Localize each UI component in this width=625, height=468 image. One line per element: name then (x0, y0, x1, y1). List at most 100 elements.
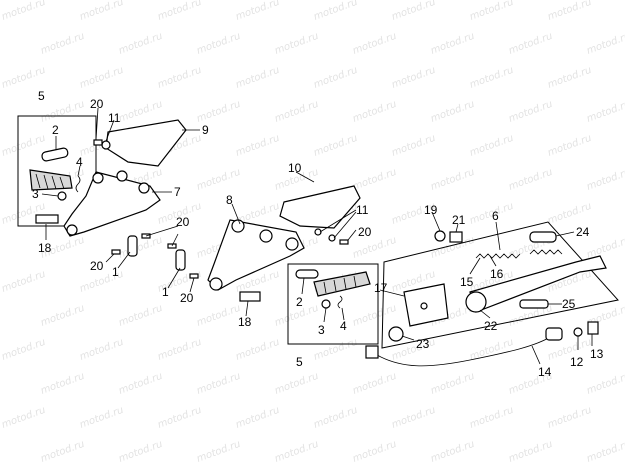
watermark-text: motod.ru (273, 371, 320, 397)
watermark-text: motod.ru (312, 65, 359, 91)
bolt-part-25 (519, 299, 549, 309)
plate-hole (420, 302, 428, 310)
part-label: 21 (452, 213, 466, 227)
part-label: 20 (358, 225, 372, 239)
watermark-text: motod.ru (546, 405, 593, 431)
screw-part (93, 139, 103, 146)
watermark-text: motod.ru (468, 405, 515, 431)
bolt-part (35, 214, 59, 224)
screw-part (189, 273, 199, 279)
watermark-text: motod.ru (0, 65, 47, 91)
clip-part (75, 175, 81, 193)
watermark-text: motod.ru (351, 439, 398, 465)
watermark-text: motod.ru (195, 167, 242, 193)
part-label: 19 (424, 203, 438, 217)
watermark-text: motod.ru (585, 371, 625, 397)
watermark-text: motod.ru (195, 303, 242, 329)
watermark-text: motod.ru (585, 167, 625, 193)
part-label: 3 (318, 323, 325, 337)
washer-part-19 (434, 230, 446, 242)
part-label: 3 (32, 187, 39, 201)
foot-peg-part (313, 271, 371, 297)
watermark-text: motod.ru (585, 235, 625, 261)
part-label: 10 (288, 161, 302, 175)
part-label: 18 (38, 241, 52, 255)
bracket-hole (259, 229, 273, 243)
watermark-text: motod.ru (351, 303, 398, 329)
watermark-text: motod.ru (429, 439, 476, 465)
watermark-text: motod.ru (507, 31, 554, 57)
watermark-text: motod.ru (39, 303, 86, 329)
bracket-hole (92, 172, 104, 184)
part-label: 20 (176, 215, 190, 229)
part-label: 11 (108, 111, 121, 125)
watermark-text: motod.ru (390, 133, 437, 159)
group-box-5-center (287, 263, 379, 345)
watermark-text: motod.ru (195, 99, 242, 125)
leader-lines (41, 107, 593, 365)
screw-part (339, 239, 349, 245)
bracket-part-8 (207, 219, 305, 291)
watermark-text: motod.ru (195, 31, 242, 57)
watermark-text: motod.ru (546, 65, 593, 91)
watermark-text: motod.ru (117, 99, 164, 125)
watermark-text: motod.ru (429, 99, 476, 125)
watermark-text: motod.ru (78, 65, 125, 91)
watermark-text: motod.ru (39, 439, 86, 465)
watermark-text: motod.ru (468, 133, 515, 159)
watermark-text: motod.ru (312, 133, 359, 159)
part-label: 25 (562, 297, 576, 311)
connector-part (365, 345, 379, 359)
watermark-text: motod.ru (351, 99, 398, 125)
sleeve-part-24 (529, 231, 557, 243)
washer-part (314, 228, 322, 236)
washer-part-12 (573, 327, 583, 337)
watermark-text: motod.ru (117, 371, 164, 397)
peg-ribs (323, 275, 357, 294)
watermark-text: motod.ru (195, 439, 242, 465)
watermark-text: motod.ru (117, 439, 164, 465)
switch-body-part (545, 327, 563, 341)
watermark-text: motod.ru (0, 269, 47, 295)
watermark-text: motod.ru (117, 235, 164, 261)
watermark-text: motod.ru (351, 31, 398, 57)
part-label: 1 (162, 285, 169, 299)
watermark-text: motod.ru (78, 405, 125, 431)
part-label: 17 (374, 281, 388, 295)
part-label: 4 (76, 155, 83, 169)
watermark-text: motod.ru (234, 337, 281, 363)
watermark-text: motod.ru (429, 167, 476, 193)
part-label: 1 (112, 265, 119, 279)
part-label: 11 (356, 203, 369, 217)
part-label: 5 (38, 89, 45, 103)
watermark-text: motod.ru (39, 31, 86, 57)
watermark-text: motod.ru (507, 167, 554, 193)
watermark-text: motod.ru (156, 337, 203, 363)
watermark-text: motod.ru (234, 405, 281, 431)
part-label: 12 (570, 355, 584, 369)
watermark-text: motod.ru (156, 0, 203, 23)
screw-part-13 (587, 321, 599, 335)
watermark-text: motod.ru (39, 99, 86, 125)
watermark-text: motod.ru (351, 371, 398, 397)
watermark-text: motod.ru (546, 133, 593, 159)
part-label: 5 (296, 355, 303, 369)
center-footrest-group (207, 185, 379, 345)
bracket-part-7 (63, 171, 161, 237)
watermark-text: motod.ru (78, 337, 125, 363)
watermark-text: motod.ru (585, 99, 625, 125)
watermark-text: motod.ru (234, 0, 281, 23)
bracket-hole (209, 277, 223, 291)
spring-part-15 (529, 249, 563, 255)
watermark-text: motod.ru (117, 303, 164, 329)
washer-part (101, 140, 111, 150)
watermark-text: motod.ru (468, 0, 515, 23)
watermark-text: motod.ru (273, 439, 320, 465)
bracket-hole (138, 182, 150, 194)
foot-peg-part (29, 169, 73, 191)
part-label: 18 (238, 315, 252, 329)
watermark-text: motod.ru (429, 31, 476, 57)
pin-part (41, 147, 69, 162)
switch-cable-14 (371, 335, 553, 367)
